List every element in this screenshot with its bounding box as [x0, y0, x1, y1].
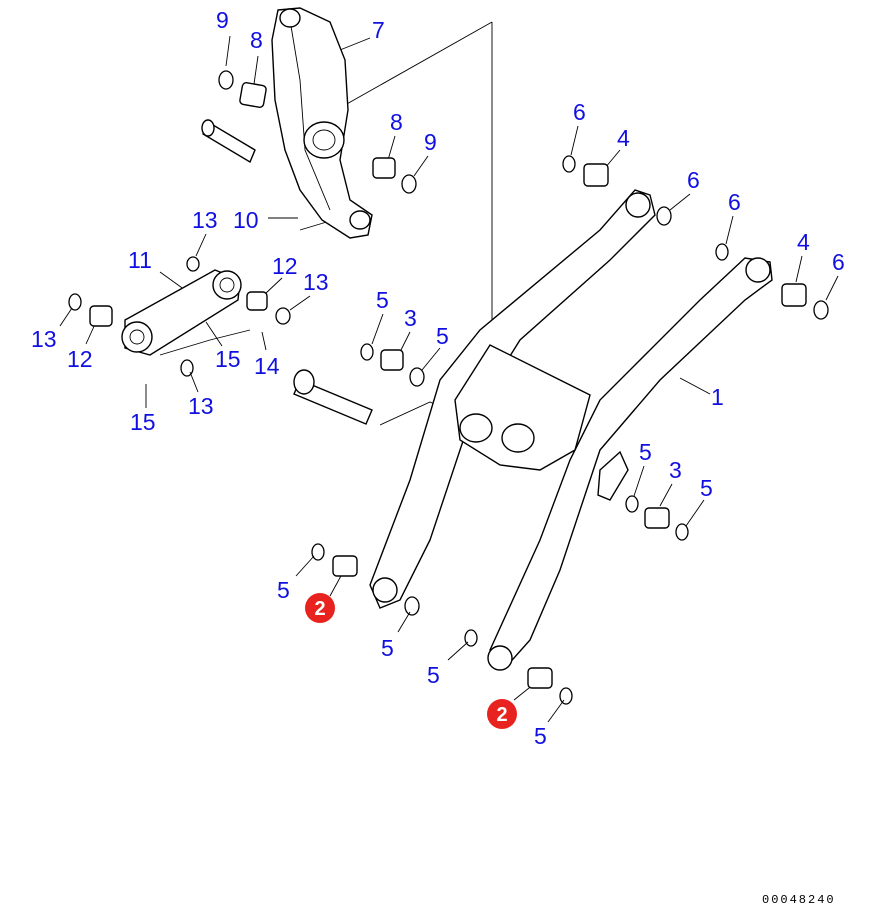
part-label: 5	[381, 635, 394, 661]
part-label: 5	[700, 475, 713, 501]
part-label: 6	[832, 249, 845, 275]
part-label: 13	[192, 207, 218, 233]
part-label: 11	[128, 247, 152, 273]
highlight-marker	[305, 593, 335, 623]
part-label: 7	[372, 17, 385, 43]
highlighted-part-label: 2	[305, 593, 335, 623]
part-label: 15	[215, 346, 241, 372]
highlighted-part-label: 2	[487, 699, 517, 729]
part-label: 13	[31, 326, 57, 352]
drawing-code: 00048240	[762, 893, 836, 905]
part-label: 14	[254, 353, 280, 379]
bushings	[89, 82, 807, 689]
part-label: 6	[573, 99, 586, 125]
highlighted-label: 2	[496, 704, 507, 726]
link	[121, 269, 242, 356]
part-label: 5	[376, 287, 389, 313]
part-label: 6	[728, 189, 741, 215]
part-label: 5	[534, 723, 547, 749]
part-label: 5	[436, 323, 449, 349]
part-label: 5	[639, 439, 652, 465]
part-label: 12	[272, 253, 298, 279]
part-label: 8	[390, 109, 403, 135]
part-label: 5	[427, 662, 440, 688]
part-label: 10	[233, 207, 259, 233]
part-label: 4	[797, 229, 810, 255]
part-label: 3	[669, 457, 682, 483]
part-label: 9	[424, 129, 437, 155]
part-label: 1	[711, 384, 724, 410]
pin	[201, 119, 373, 425]
rings	[68, 70, 829, 705]
part-label: 13	[188, 393, 214, 419]
part-labels: 9 8 7 8 9 6 4 6 6 4 6 13 10 11 12 13 5 3…	[31, 7, 845, 749]
highlighted-label: 2	[314, 598, 325, 620]
part-label: 5	[277, 577, 290, 603]
part-label: 4	[617, 125, 630, 151]
part-label: 6	[687, 167, 700, 193]
highlight-marker	[487, 699, 517, 729]
part-label: 15	[130, 409, 156, 435]
part-label: 13	[303, 269, 329, 295]
part-label: 3	[404, 305, 417, 331]
lift-arm	[369, 189, 773, 671]
bell-crank	[271, 7, 373, 239]
part-label: 9	[216, 7, 229, 33]
part-label: 12	[67, 346, 93, 372]
part-label: 8	[250, 27, 263, 53]
